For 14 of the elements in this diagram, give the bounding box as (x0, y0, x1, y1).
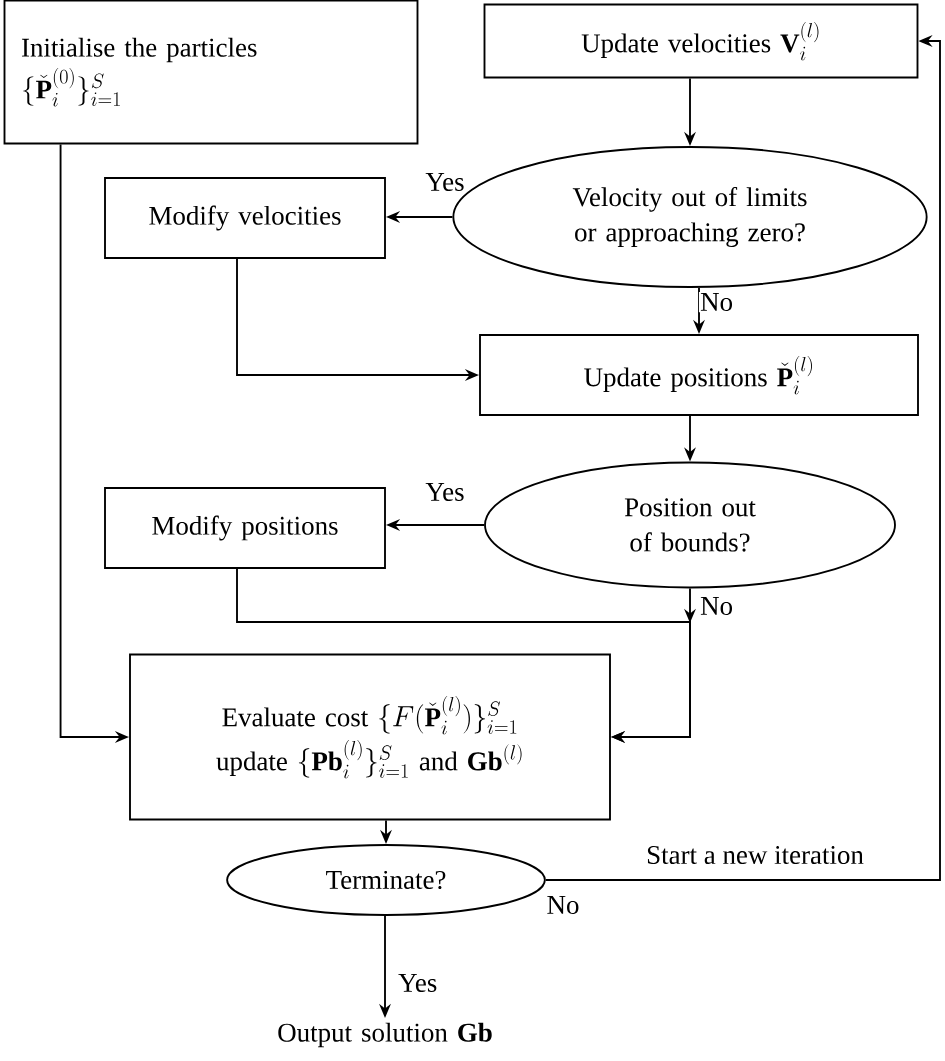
arrow (236, 568, 696, 743)
note-text: Start a new iteration (647, 845, 864, 865)
process-box: Initialise the particles $\{\check{\mathbf{P}}_i^{(0)}\}_{i=1}^{S}$ (3, 0, 419, 145)
process-box: Modify positions (104, 487, 386, 569)
process-box: $\text{Update velocities }\mathbf{V}_i^{(l)}$ (483, 3, 919, 79)
output-text: $\text{Output solution }\mathbf{Gb}$ (278, 1022, 492, 1048)
process-box: $\text{Update positions }\check{\mathbf{P}}_i^{(l)}$ (479, 334, 919, 416)
edge-label: No (698, 291, 735, 313)
process-box: Modify velocities (104, 177, 386, 259)
edge-label: Yes (396, 972, 439, 994)
process-box: $\text{Evaluate cost }\{F(\check{\mathbf{P}}_i^{(l)})\}_{i=1}^{S}$ $\text{update }\{\mathbf{Pb}_i^{(l)}\}_{i=1}^{S}\text{ and }\mathbf{Gb}^{(l)}$ (129, 653, 611, 821)
edge-label: No (545, 894, 581, 916)
edge-label: No (698, 595, 735, 617)
edge-label: Yes (424, 481, 466, 503)
